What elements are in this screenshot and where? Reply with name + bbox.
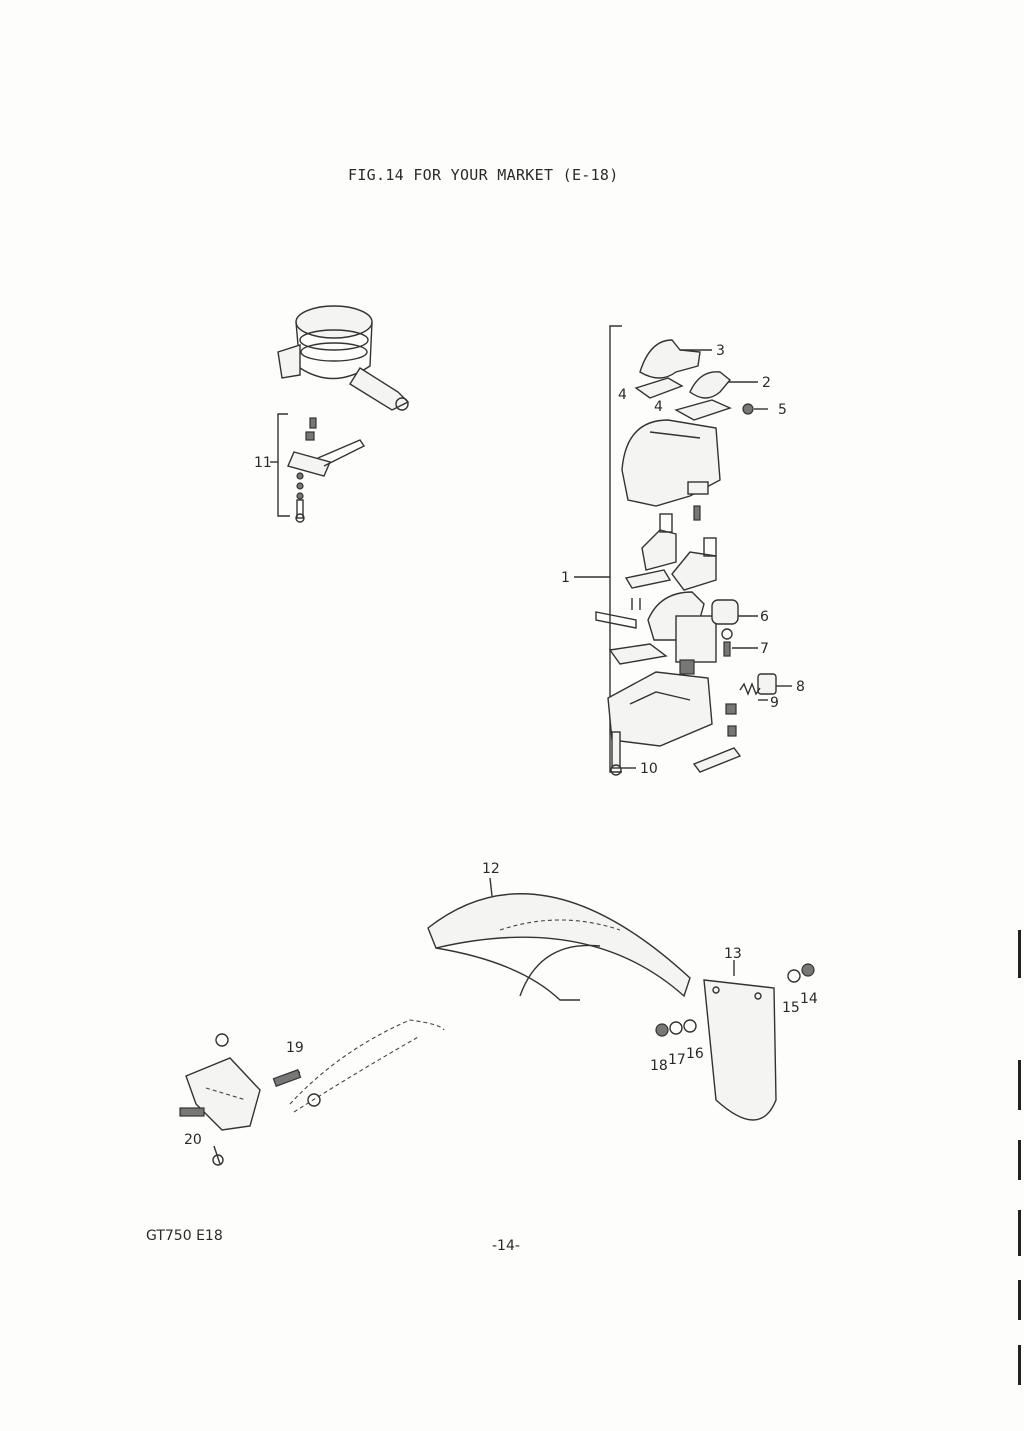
- page-number: -14-: [492, 1238, 520, 1254]
- scan-edge-mark: [1018, 1345, 1021, 1385]
- master-cylinder-illustration: [277, 305, 410, 411]
- callout-9: 9: [770, 695, 779, 711]
- callout-4-lower: 4: [654, 399, 663, 415]
- callout-8: 8: [796, 679, 805, 695]
- scan-edge-mark: [1018, 1140, 1021, 1180]
- callout-labels: 3 2 4 4 5 1 6 7 8 9 10 11 12 13 14 15 16…: [184, 343, 818, 1148]
- mud-flap-illustration: [655, 960, 815, 1121]
- callout-11: 11: [254, 455, 272, 471]
- front-fender-illustration: [427, 877, 691, 1001]
- callout-14: 14: [800, 991, 818, 1007]
- callout-19: 19: [286, 1040, 304, 1056]
- callout-5: 5: [778, 402, 787, 418]
- callout-16: 16: [686, 1046, 704, 1062]
- callout-4-upper: 4: [618, 387, 627, 403]
- bracket-and-cable-illustration: [179, 1019, 445, 1166]
- figure-title: FIG.14 FOR YOUR MARKET (E-18): [348, 166, 619, 184]
- callout-20: 20: [184, 1132, 202, 1148]
- scan-edge-mark: [1018, 1060, 1021, 1110]
- scan-edge-mark: [1018, 930, 1021, 978]
- callout-6: 6: [760, 609, 769, 625]
- callout-2: 2: [762, 375, 771, 391]
- callout-7: 7: [760, 641, 769, 657]
- switch-assembly-illustration: [574, 325, 792, 776]
- scan-edge-mark: [1018, 1280, 1021, 1320]
- callout-1: 1: [561, 570, 570, 586]
- scan-edge-mark: [1018, 1210, 1021, 1256]
- fitting-group-11-illustration: [270, 413, 366, 523]
- model-code: GT750 E18: [146, 1228, 223, 1244]
- callout-13: 13: [724, 946, 742, 962]
- callout-10: 10: [640, 761, 658, 777]
- callout-18: 18: [650, 1058, 668, 1074]
- callout-12: 12: [482, 861, 500, 877]
- callout-17: 17: [668, 1052, 686, 1068]
- callout-3: 3: [716, 343, 725, 359]
- callout-15: 15: [782, 1000, 800, 1016]
